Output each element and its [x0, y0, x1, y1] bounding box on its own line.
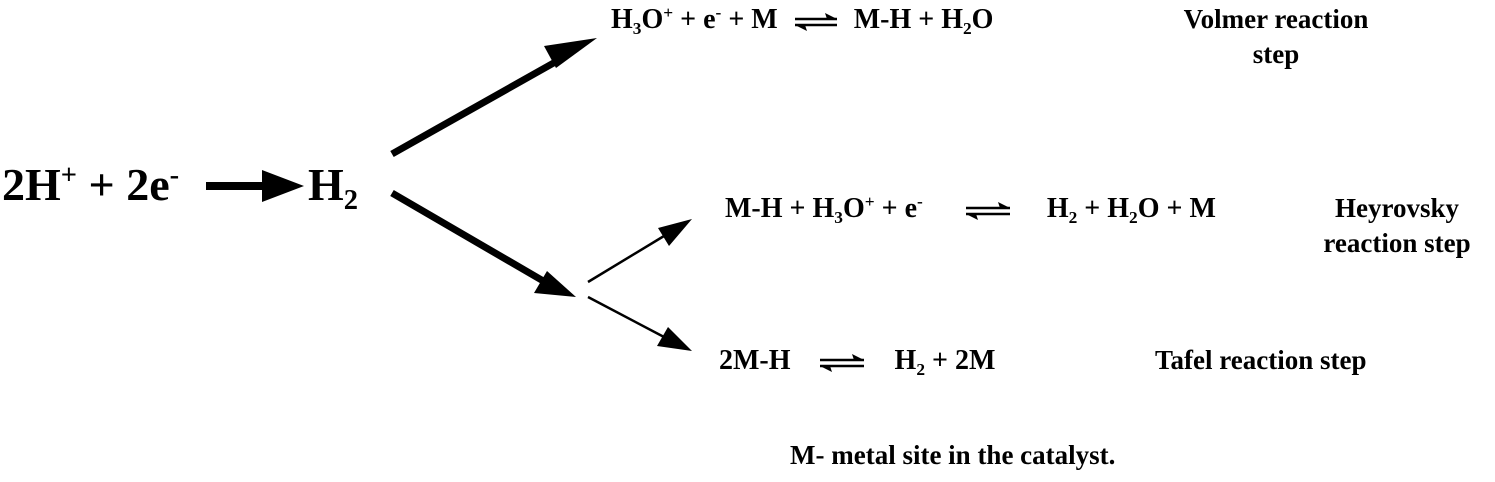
footnote: M- metal site in the catalyst.	[790, 440, 1116, 470]
overall-product: H2	[308, 159, 359, 217]
arrow-to-tafel	[587, 295, 692, 351]
tafel-equation: 2M-H H2 + 2M	[719, 345, 996, 379]
heyrovsky-label: Heyrovsky reaction step	[1323, 193, 1471, 258]
tafel-label: Tafel reaction step	[1155, 345, 1367, 375]
heyrovsky-equation: M-H + H3O+ + e- H2 + H2O + M	[725, 192, 1216, 227]
overall-arrow	[206, 170, 304, 202]
arrow-to-heyrovsky	[587, 219, 692, 284]
equilibrium-arrow-icon	[819, 353, 864, 372]
arrow-to-volmer	[390, 38, 597, 158]
equilibrium-arrow-icon	[794, 12, 837, 31]
equilibrium-arrow-icon	[965, 201, 1010, 220]
arrow-to-branch	[390, 189, 576, 297]
overall-reactants: 2H+ + 2e-	[2, 159, 180, 210]
volmer-label: Volmer reaction step	[1183, 4, 1369, 69]
volmer-equation: H3O+ + e- + M M-H + H2O	[611, 3, 994, 38]
